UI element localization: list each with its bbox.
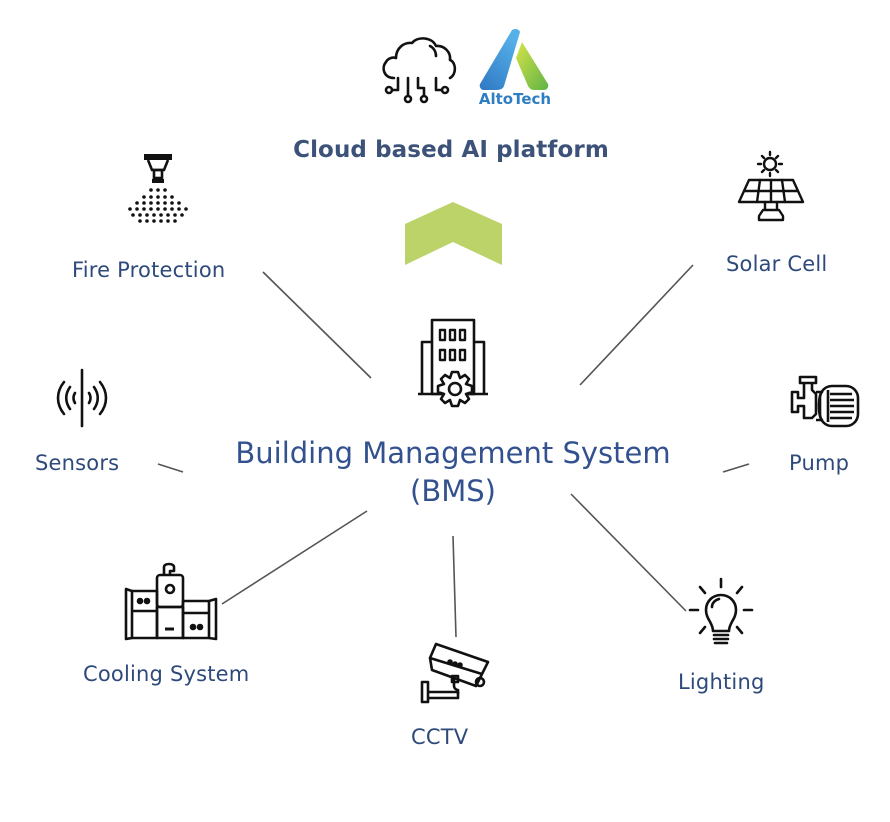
spray-dot	[152, 219, 156, 223]
spray-dot	[163, 188, 167, 192]
spray-dot	[135, 207, 139, 211]
bms-title-line2: (BMS)	[410, 474, 496, 508]
spray-dot	[142, 195, 146, 199]
spray-dot	[149, 195, 153, 199]
connector-fire-protection	[262, 271, 372, 379]
spray-dot	[131, 213, 135, 217]
light-bulb-icon	[688, 577, 754, 645]
connector-pump	[722, 463, 750, 473]
spray-dot	[177, 207, 181, 211]
sensor-signal-icon	[56, 368, 108, 428]
spray-dot	[145, 219, 149, 223]
altotech-logo-text: AltoTech	[478, 90, 552, 108]
spray-dot	[135, 201, 139, 205]
spray-dot	[138, 219, 142, 223]
up-arrow-chevron	[405, 202, 502, 265]
platform-title: Cloud based AI platform	[293, 137, 609, 163]
spray-dot	[163, 195, 167, 199]
spray-dot	[166, 219, 170, 223]
spray-dot	[166, 213, 170, 217]
label-cctv: CCTV	[411, 725, 469, 749]
connector-solar-cell	[579, 264, 694, 386]
spray-dot	[184, 207, 188, 211]
spray-dot	[152, 213, 156, 217]
spray-dot	[149, 188, 153, 192]
label-fire-protection: Fire Protection	[72, 258, 226, 282]
spray-dot	[149, 207, 153, 211]
spray-dot	[156, 201, 160, 205]
spray-dot	[173, 219, 177, 223]
connector-lighting	[570, 493, 687, 612]
altotech-logo[interactable]	[478, 28, 550, 91]
connector-sensors	[157, 463, 184, 473]
label-pump: Pump	[789, 451, 850, 475]
label-solar-cell: Solar Cell	[726, 252, 828, 276]
spray-dot	[149, 201, 153, 205]
label-sensors: Sensors	[35, 451, 120, 475]
building-gear-icon	[418, 318, 488, 408]
spray-dot	[138, 213, 142, 217]
spray-dot	[173, 213, 177, 217]
spray-dot	[180, 213, 184, 217]
spray-dot	[170, 207, 174, 211]
spray-dot	[156, 188, 160, 192]
spray-dot	[159, 219, 163, 223]
spray-dot	[170, 201, 174, 205]
spray-dot	[156, 207, 160, 211]
sprinkler-icon	[128, 154, 188, 223]
spray-dot	[170, 195, 174, 199]
label-cooling-system: Cooling System	[83, 662, 250, 686]
connector-cooling-system	[221, 510, 368, 605]
spray-dot	[142, 207, 146, 211]
spray-dot	[177, 201, 181, 205]
bms-title-line1: Building Management System	[235, 436, 671, 470]
cloud-network-icon	[382, 37, 457, 104]
spray-dot	[142, 201, 146, 205]
connector-cctv	[452, 535, 457, 638]
solar-panel-icon	[737, 150, 805, 222]
spray-dot	[156, 195, 160, 199]
cctv-camera-icon	[420, 642, 490, 704]
spray-dot	[163, 201, 167, 205]
chiller-icon	[124, 562, 218, 641]
spray-dot	[159, 213, 163, 217]
bms-title: Building Management System (BMS)	[0, 434, 890, 510]
pump-icon	[790, 375, 860, 428]
spray-dot	[145, 213, 149, 217]
spray-dot	[128, 207, 132, 211]
label-lighting: Lighting	[678, 670, 765, 694]
spray-dot	[163, 207, 167, 211]
